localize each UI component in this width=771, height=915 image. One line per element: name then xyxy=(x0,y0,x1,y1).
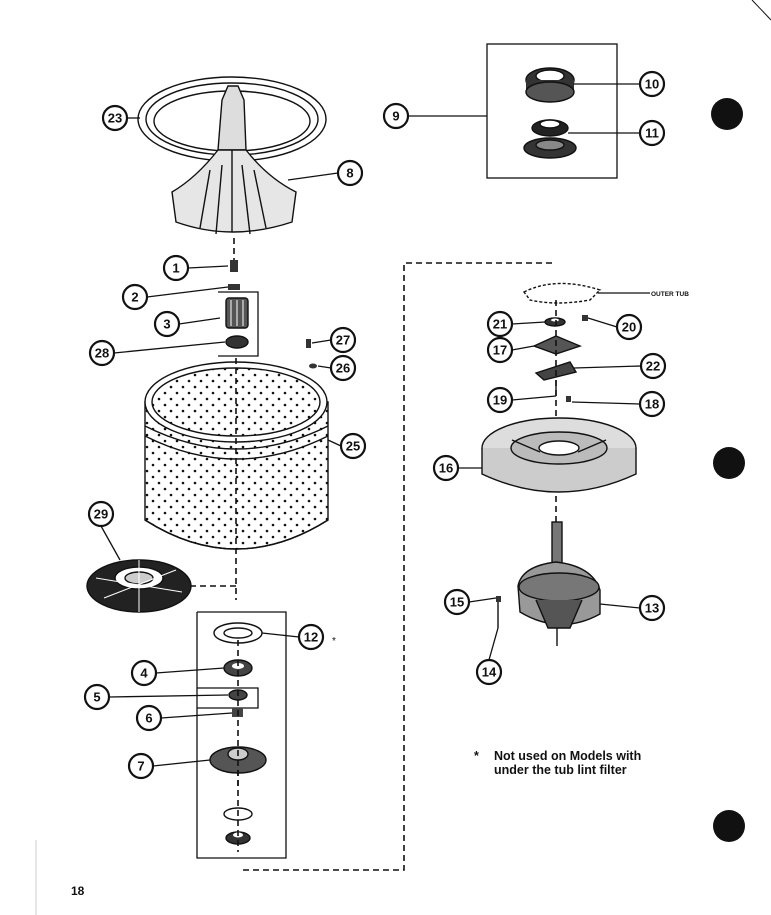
callout-23: 23 xyxy=(101,104,129,132)
callout-25: 25 xyxy=(339,432,367,460)
tub-ring-drawing xyxy=(481,417,637,493)
callout-21: 21 xyxy=(486,310,514,338)
svg-text:20: 20 xyxy=(622,320,636,335)
svg-text:6: 6 xyxy=(145,711,152,726)
callout-19: 19 xyxy=(486,386,514,414)
drive-bell-drawing xyxy=(218,291,259,357)
bearing-kit-drawing xyxy=(486,43,618,179)
callout-26: 26 xyxy=(329,354,357,382)
svg-text:23: 23 xyxy=(108,111,122,126)
callout-15: 15 xyxy=(443,588,471,616)
svg-text:15: 15 xyxy=(450,595,464,610)
svg-text:25: 25 xyxy=(346,439,360,454)
callout-1: 1 xyxy=(162,254,190,282)
callout-29: 29 xyxy=(87,500,115,528)
outer-tub-label: OUTER TUB xyxy=(651,291,689,298)
svg-text:16: 16 xyxy=(439,461,453,476)
svg-text:2: 2 xyxy=(131,290,138,305)
svg-text:19: 19 xyxy=(493,393,507,408)
svg-text:27: 27 xyxy=(336,333,350,348)
binder-hole-marks xyxy=(711,0,771,842)
assembly-connection-line xyxy=(243,262,556,871)
svg-text:1: 1 xyxy=(172,261,179,276)
callout-9: 9 xyxy=(382,102,410,130)
seal-and-bearing-kit-drawing xyxy=(196,611,287,859)
callout-10: 10 xyxy=(638,70,666,98)
svg-text:3: 3 xyxy=(163,317,170,332)
svg-text:18: 18 xyxy=(645,397,659,412)
callout-8: 8 xyxy=(336,159,364,187)
callout-20: 20 xyxy=(615,313,643,341)
svg-text:9: 9 xyxy=(392,109,399,124)
callout-14: 14 xyxy=(475,658,503,686)
agitator-assembly-drawing xyxy=(137,76,327,235)
svg-text:14: 14 xyxy=(482,665,497,680)
callout-27: 27 xyxy=(329,326,357,354)
svg-text:22: 22 xyxy=(646,359,660,374)
footnote: * Not used on Models with under the tub … xyxy=(474,749,641,777)
transmission-drawing xyxy=(496,521,601,646)
lower-tub-hardware-drawing xyxy=(532,315,588,402)
footnote-line-2: under the tub lint filter xyxy=(494,763,627,777)
callout-3: 3 xyxy=(153,310,181,338)
svg-text:10: 10 xyxy=(645,77,659,92)
callout-2: 2 xyxy=(121,283,149,311)
callout-18: 18 xyxy=(638,390,666,418)
callout-22: 22 xyxy=(639,352,667,380)
callout-11: 11 xyxy=(638,119,666,147)
svg-text:7: 7 xyxy=(137,759,144,774)
screw-and-washer-drawing xyxy=(306,339,317,369)
callout-12: 12 xyxy=(297,623,325,651)
callout-4: 4 xyxy=(130,659,158,687)
svg-text:11: 11 xyxy=(645,126,659,141)
svg-text:26: 26 xyxy=(336,361,350,376)
svg-text:28: 28 xyxy=(95,346,109,361)
leader-lines xyxy=(100,83,642,767)
svg-text:21: 21 xyxy=(493,317,507,332)
page-number: 18 xyxy=(71,884,85,898)
callout-6: 6 xyxy=(135,704,163,732)
callout-5: 5 xyxy=(83,683,111,711)
svg-text:17: 17 xyxy=(493,343,507,358)
svg-text:12: 12 xyxy=(304,630,318,645)
callout-7: 7 xyxy=(127,752,155,780)
svg-text:13: 13 xyxy=(645,601,659,616)
callout-17: 17 xyxy=(486,336,514,364)
svg-text:5: 5 xyxy=(93,690,100,705)
footnote-line-1: Not used on Models with xyxy=(494,749,641,763)
footnote-asterisk: * xyxy=(474,749,479,763)
svg-text:8: 8 xyxy=(346,166,353,181)
svg-text:4: 4 xyxy=(140,666,148,681)
callout-16: 16 xyxy=(432,454,460,482)
footnote-marker: * xyxy=(332,636,336,647)
bolt-and-washer-drawing xyxy=(228,260,240,290)
callout-13: 13 xyxy=(638,594,666,622)
basket-drive-hub-drawing xyxy=(86,559,192,613)
svg-text:29: 29 xyxy=(94,507,108,522)
callout-28: 28 xyxy=(88,339,116,367)
outer-tub-sketch: OUTER TUB xyxy=(522,282,689,304)
